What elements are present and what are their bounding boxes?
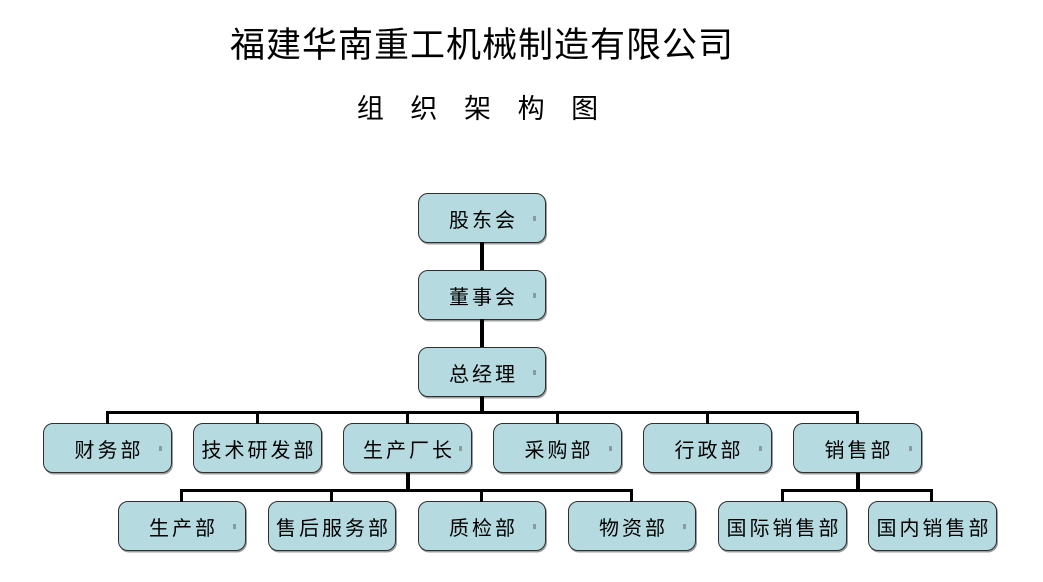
org-node-quality-inspection-dept: 质检部 [418,501,546,551]
org-node-materials-dept: 物资部 [568,501,696,551]
connector-drop-domestic-sales [930,489,933,502]
connector-drop-international-sales [781,489,784,502]
connector-drop-quality [480,489,483,502]
org-node-tech-rd-dept: 技术研发部 [193,423,322,473]
org-node-production-dept: 生产部 [118,501,246,551]
org-node-international-sales-dept: 国际销售部 [718,501,847,551]
org-node-production-director: 生产厂长 [343,423,472,473]
connector-drop-sales [856,411,859,424]
org-node-general-manager: 总经理 [418,347,546,397]
org-node-sales-dept: 销售部 [793,423,922,473]
org-node-purchasing-dept: 采购部 [493,423,622,473]
org-node-shareholders-meeting: 股东会 [418,193,546,243]
connector-sales-trunk [856,473,860,491]
connector-gm-trunk [480,396,484,413]
org-node-board-of-directors: 董事会 [418,270,546,320]
org-node-finance-dept: 财务部 [43,423,172,473]
company-title: 福建华南重工机械制造有限公司 [229,26,734,66]
connector-drop-finance [106,411,109,424]
connector-drop-materials [630,489,633,502]
connector-drop-admin [706,411,709,424]
connector-drop-after-sales [330,489,333,502]
connector-production-trunk [180,489,633,492]
connector-board-gm [480,319,484,347]
chart-title: 组 织 架 构 图 [356,94,608,125]
org-node-after-sales-service-dept: 售后服务部 [268,501,396,551]
connector-level2-trunk [106,411,859,414]
connector-sales-children-trunk [781,489,933,492]
connector-shareholders-board [480,242,484,270]
org-node-admin-dept: 行政部 [643,423,772,473]
connector-drop-production-director [406,411,409,424]
connector-drop-production [180,489,183,502]
org-node-domestic-sales-dept: 国内销售部 [868,501,997,551]
connector-drop-purchasing [556,411,559,424]
connector-production-director-trunk [406,473,410,491]
connector-drop-tech-rd [256,411,259,424]
